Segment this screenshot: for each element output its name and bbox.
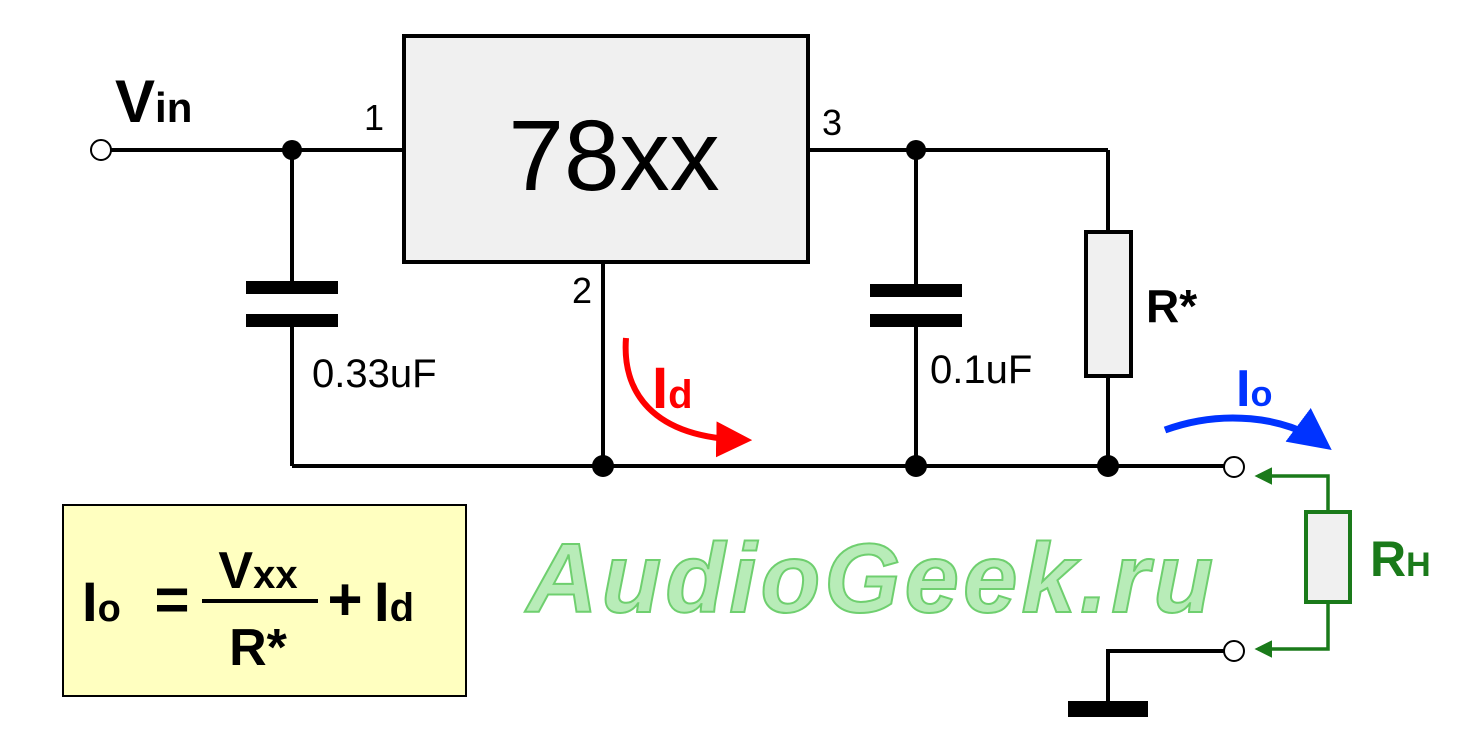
output-capacitor-value: 0.1uF	[930, 348, 1032, 392]
quiescent-current-arrow	[622, 337, 753, 458]
formula-denominator: R*	[229, 619, 288, 677]
load-resistor	[1304, 510, 1352, 604]
formula-lhs: Io	[82, 570, 121, 633]
input-capacitor-value: 0.33uF	[312, 352, 437, 396]
formula-plus: +	[327, 566, 362, 633]
ground-terminal-wire	[1106, 649, 1225, 707]
input-label: Vin	[115, 68, 192, 135]
regulator-body	[402, 34, 810, 264]
set-resistor	[1084, 230, 1133, 378]
formula-numerator: Vxx	[218, 542, 297, 600]
input-terminal	[90, 139, 112, 161]
junctions	[282, 140, 1119, 477]
junction-dot	[282, 140, 302, 160]
pin-3-label: 3	[822, 102, 842, 143]
formula-rhs: Id	[374, 570, 414, 633]
ground-symbol	[1068, 701, 1148, 717]
pin-2-label: 2	[572, 270, 592, 311]
output-current-arrow	[1163, 408, 1332, 451]
output-terminal	[1223, 456, 1245, 478]
watermark: AudioGeek.ru	[524, 523, 1218, 633]
quiescent-current-label: Id	[652, 356, 693, 421]
pin-1-label: 1	[364, 97, 384, 138]
junction-dot	[1097, 455, 1119, 477]
wires	[109, 148, 1225, 707]
regulator-name: 78xx	[508, 100, 719, 212]
load-resistor-label: RH	[1370, 531, 1431, 587]
junction-dot	[592, 455, 614, 477]
output-capacitor	[870, 284, 962, 327]
load-circuit	[1254, 467, 1352, 658]
ground-terminal	[1223, 640, 1245, 662]
output-current-label: Io	[1236, 360, 1272, 418]
junction-dot	[905, 455, 927, 477]
junction-dot	[906, 140, 926, 160]
formula-box: Io = Vxx R* + Id	[62, 504, 467, 697]
formula-equals: =	[154, 566, 189, 633]
set-resistor-label: R*	[1146, 280, 1197, 332]
input-capacitor	[246, 281, 338, 327]
